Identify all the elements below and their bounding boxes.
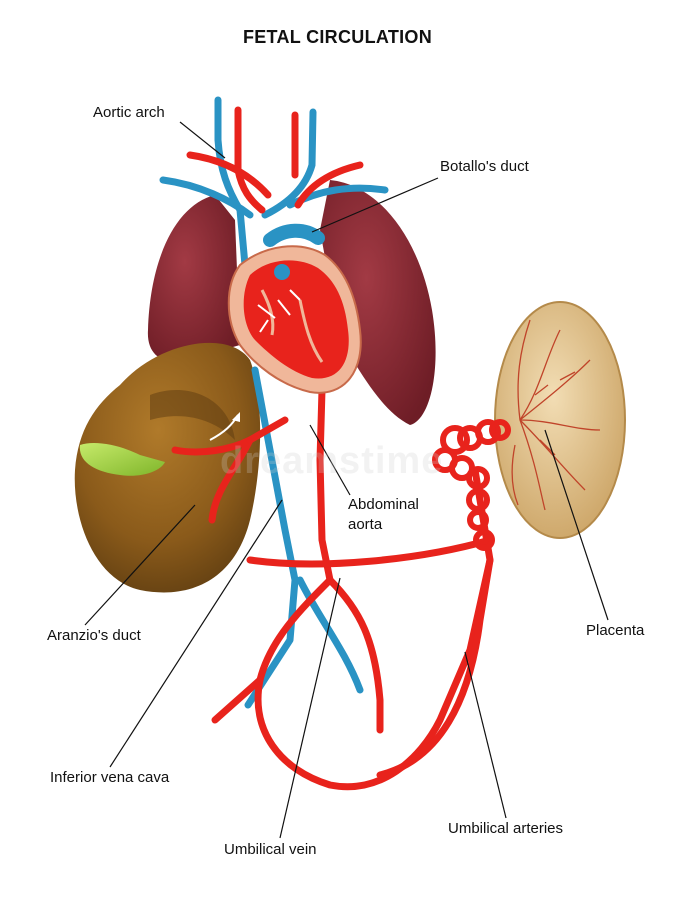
heart — [227, 245, 362, 394]
label-botallo-duct: Botallo's duct — [440, 158, 529, 175]
gallbladder — [79, 443, 165, 476]
diagram-title: FETAL CIRCULATION — [242, 27, 433, 47]
label-placenta: Placenta — [586, 622, 645, 639]
placenta — [494, 301, 626, 539]
veins — [159, 96, 389, 709]
label-abdominal-aorta-line2: aorta — [348, 516, 383, 533]
arteries — [171, 106, 494, 791]
label-umbilical-vein: Umbilical vein — [224, 841, 317, 858]
label-umbilical-arteries: Umbilical arteries — [448, 820, 564, 837]
label-aortic-arch: Aortic arch — [93, 104, 165, 121]
umbilical-cord-coils — [432, 419, 511, 551]
watermark: dreamstime — [220, 440, 444, 482]
label-abdominal-aorta-line1: Abdominal — [348, 496, 419, 513]
label-aranzio-duct: Aranzio's duct — [47, 627, 141, 644]
left-lung — [147, 195, 240, 362]
leader-lines — [84, 121, 609, 839]
label-inferior-vena-cava: Inferior vena cava — [50, 769, 170, 786]
right-lung — [320, 180, 436, 425]
